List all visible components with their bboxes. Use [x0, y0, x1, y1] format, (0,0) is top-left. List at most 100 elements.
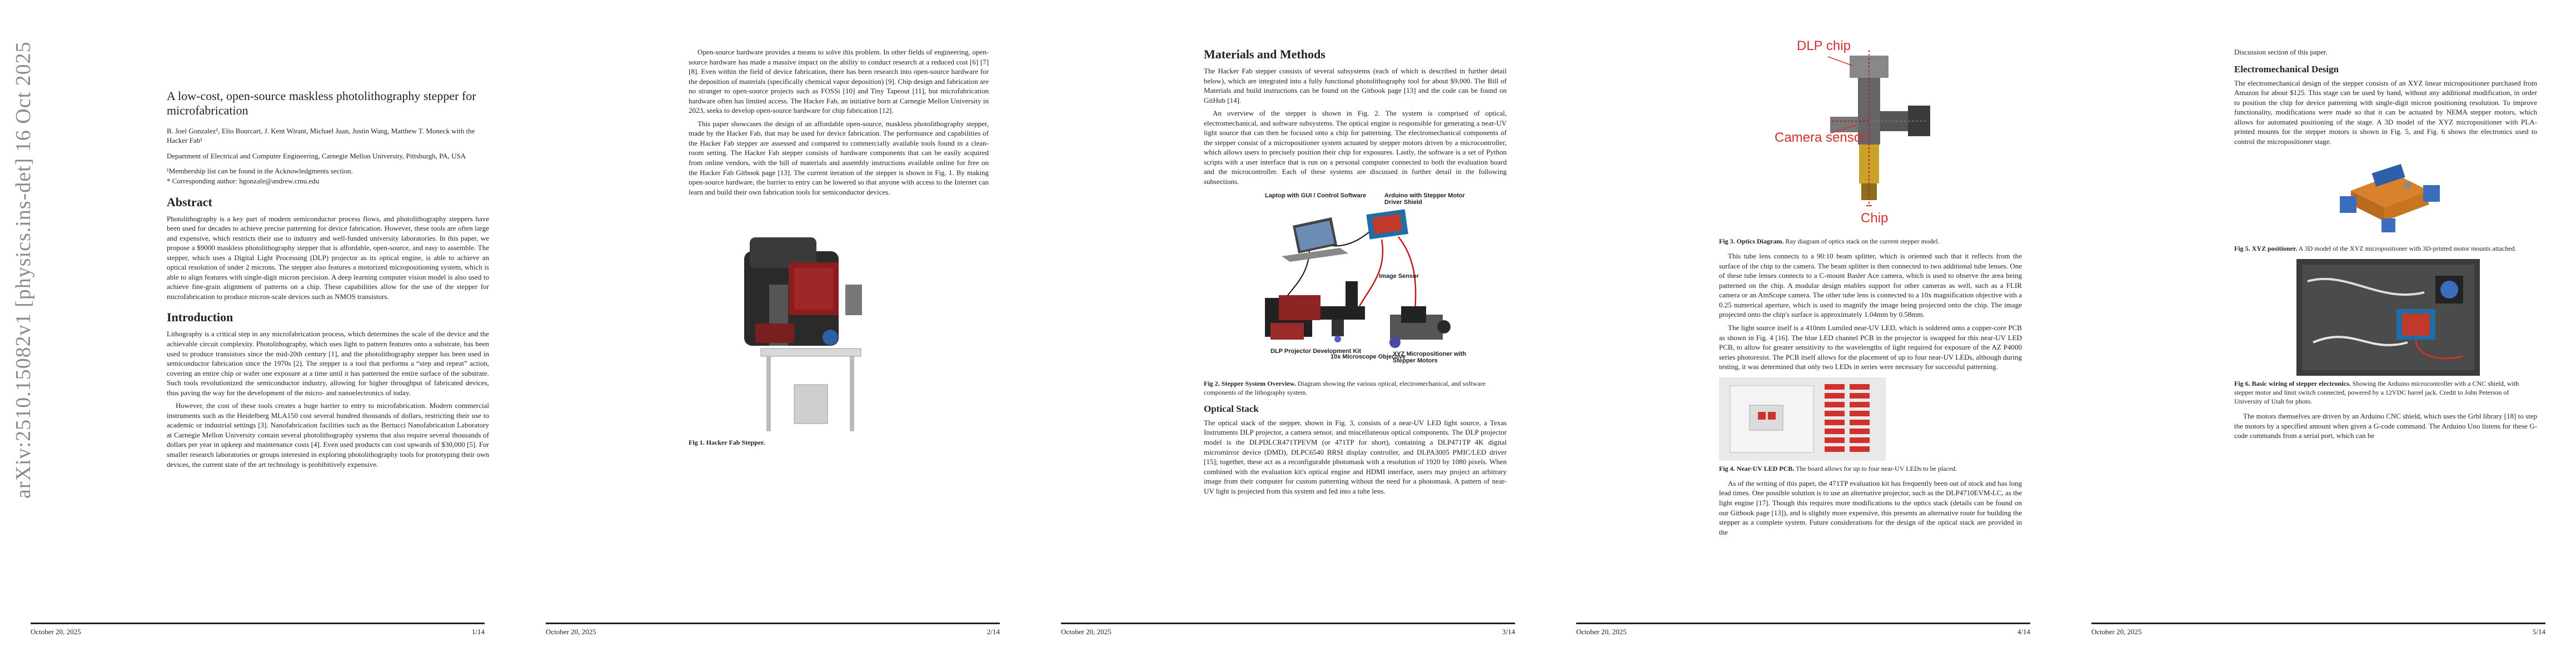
pcb-pad [1850, 437, 1870, 443]
xyz-positioner-illustration [2340, 164, 2440, 233]
pcb-pad [1850, 446, 1870, 452]
pcb-pad [1825, 419, 1845, 425]
abstract-heading: Abstract [167, 195, 212, 209]
figure-3-text: Ray diagram of optics stack on the curre… [1785, 237, 1940, 245]
label-objective: 10x Microscope Objective [1331, 353, 1406, 360]
figure-2-title: Stepper System Overview. [1221, 379, 1296, 387]
pcb-pad [1825, 410, 1845, 416]
figure-6-caption: Fig 6. Basic wiring of stepper electroni… [2234, 379, 2537, 406]
label-dlp-kit: DLP Projector Development Kit [1270, 347, 1361, 355]
figure-5-title: XYZ positioner. [2251, 245, 2298, 253]
figure-4-text: The board allows for up to four near-UV … [1796, 464, 1957, 472]
figure-3-caption: Fig 3. Optics Diagram. Ray diagram of op… [1719, 237, 2022, 246]
figure-1-caption: Fig 1. Hacker Fab Stepper. [689, 438, 989, 447]
figure-1-title: Hacker Fab Stepper. [706, 439, 765, 447]
page-5: Discussion section of this paper. Electr… [2061, 0, 2576, 667]
introduction-heading: Introduction [167, 310, 233, 325]
p5-paragraph-1: The electromechanical design of the step… [2234, 78, 2537, 146]
p4-paragraph-1: This tube lens connects to a 90:10 beam … [1719, 252, 2022, 319]
footer-date: October 20, 2025 [1061, 628, 1112, 636]
page-4: DLP chip Camera sensor Chip Fig 3. Optic… [1546, 0, 2061, 667]
label-image-sensor: Image Sensor [1379, 272, 1419, 280]
figure-6-wiring-photo [2296, 258, 2480, 376]
figure-6-title: Basic wiring of stepper electronics. [2251, 379, 2351, 387]
figure-6-label: Fig 6. [2234, 379, 2250, 387]
figure-5-text: A 3D model of the XYZ micropositioner wi… [2298, 245, 2517, 253]
pcb-pad [1850, 401, 1870, 407]
label-xyz: XYZ Micropositioner with Stepper Motors [1393, 350, 1467, 365]
figure-1-label: Fig 1. [689, 439, 705, 447]
p3-paragraph-2: An overview of the stepper is shown in F… [1204, 109, 1507, 186]
footer-date: October 20, 2025 [1576, 628, 1627, 636]
materials-methods-heading: Materials and Methods [1204, 47, 1326, 61]
system-overview-illustration [1265, 208, 1451, 348]
affiliation: Department of Electrical and Computer En… [167, 151, 466, 160]
figure-3-title: Optics Diagram. [1736, 237, 1784, 245]
page-number: 1/14 [471, 628, 485, 636]
figure-5-xyz-positioner [2329, 152, 2451, 241]
page-number: 5/14 [2532, 628, 2545, 636]
pcb-pad [1825, 446, 1845, 452]
figure-5-label: Fig 5. [2234, 245, 2250, 253]
p4-paragraph-2: The light source itself is a 410nm Lumil… [1719, 323, 2022, 371]
figure-5-caption: Fig 5. XYZ positioner. A 3D model of the… [2234, 244, 2537, 253]
figure-2-text: Diagram showing the various optical, ele… [1204, 379, 1486, 396]
figure-2-label: Fig 2. [1204, 379, 1220, 387]
membership-note: ¹Membership list can be found in the Ack… [167, 167, 353, 176]
pcb-pad [1850, 392, 1870, 399]
figure-2-caption: Fig 2. Stepper System Overview. Diagram … [1204, 379, 1507, 397]
page-1: arXiv:2510.15082v1 [physics.ins-det] 16 … [0, 0, 515, 667]
page-footer: October 20, 2025 4/14 [1576, 623, 2030, 636]
figure-2-system-overview: Laptop with GUI / Control Software Ardui… [1248, 192, 1471, 376]
pcb-pad [1850, 428, 1870, 434]
figure-3-label: Fig 3. [1719, 237, 1735, 245]
p5-paragraph-0: Discussion section of this paper. [2234, 48, 2328, 56]
page-number: 3/14 [1502, 628, 1515, 636]
figure-4-label: Fig 4. [1719, 464, 1735, 472]
figure-6-text: Showing the Arduino microcontroller with… [2234, 379, 2519, 405]
pcb-pad [1825, 392, 1845, 399]
pcb-pad [1825, 384, 1845, 390]
led-pcb-illustration [1719, 377, 1886, 461]
p3-paragraph-1: The Hacker Fab stepper consists of sever… [1204, 67, 1507, 104]
pcb-pad [1825, 401, 1845, 407]
figure-4-title: Near-UV LED PCB. [1736, 464, 1795, 472]
abstract-text: Photolithography is a key part of modern… [167, 214, 489, 301]
paper-title: A low-cost, open-source maskless photoli… [167, 89, 476, 118]
figure-4-caption: Fig 4. Near-UV LED PCB. The board allows… [1719, 464, 2022, 473]
p2-paragraph-1: Open-source hardware provides a means to… [689, 48, 989, 115]
author-list: B. Joel Gonzalez¹, Elio Bourcart, J. Ken… [167, 126, 475, 145]
optics-diagram-illustration [1827, 50, 1930, 206]
pcb-pad [1825, 437, 1845, 443]
page-footer: October 20, 2025 1/14 [31, 623, 485, 636]
arxiv-identifier[interactable]: arXiv:2510.15082v1 [physics.ins-det] 16 … [12, 41, 35, 499]
arxiv-sidebar: arXiv:2510.15082v1 [physics.ins-det] 16 … [7, 41, 40, 499]
label-laptop: Laptop with GUI / Control Software [1265, 192, 1367, 199]
footer-date: October 20, 2025 [546, 628, 596, 636]
p5-paragraph-2: The motors themselves are driven by an A… [2234, 412, 2537, 440]
page-3: Materials and Methods The Hacker Fab ste… [1030, 0, 1546, 667]
page-footer: October 20, 2025 5/14 [2091, 623, 2545, 636]
intro-paragraph-1: Lithography is a critical step in any mi… [167, 330, 489, 397]
stepper-photo-illustration [716, 207, 894, 435]
p4-paragraph-3: As of the writing of this paper, the 471… [1719, 479, 2022, 536]
pcb-pad [1850, 384, 1870, 390]
pcb-pad [1850, 419, 1870, 425]
pcb-pad [1825, 428, 1845, 434]
intro-paragraph-2: However, the cost of these tools creates… [167, 401, 489, 469]
page-footer: October 20, 2025 2/14 [546, 623, 1000, 636]
wiring-photo-illustration [2296, 258, 2480, 376]
pcb-pad [1850, 410, 1870, 416]
footer-date: October 20, 2025 [31, 628, 81, 636]
label-camera-sensor: Camera sensor [1775, 130, 1866, 145]
p2-paragraph-2: This paper showcases the design of an af… [689, 119, 989, 196]
page-footer: October 20, 2025 3/14 [1061, 623, 1515, 636]
figure-4-led-pcb [1719, 377, 1886, 461]
label-chip: Chip [1861, 211, 1889, 226]
figure-3-optics-diagram: DLP chip Camera sensor Chip [1775, 39, 1941, 233]
p3-optical-paragraph: The optical stack of the stepper, shown … [1204, 418, 1507, 495]
footer-date: October 20, 2025 [2091, 628, 2142, 636]
optical-stack-heading: Optical Stack [1204, 403, 1259, 414]
corresponding-author: * Corresponding author: hgonzale@andrew.… [167, 176, 320, 185]
page-2: Open-source hardware provides a means to… [515, 0, 1030, 667]
